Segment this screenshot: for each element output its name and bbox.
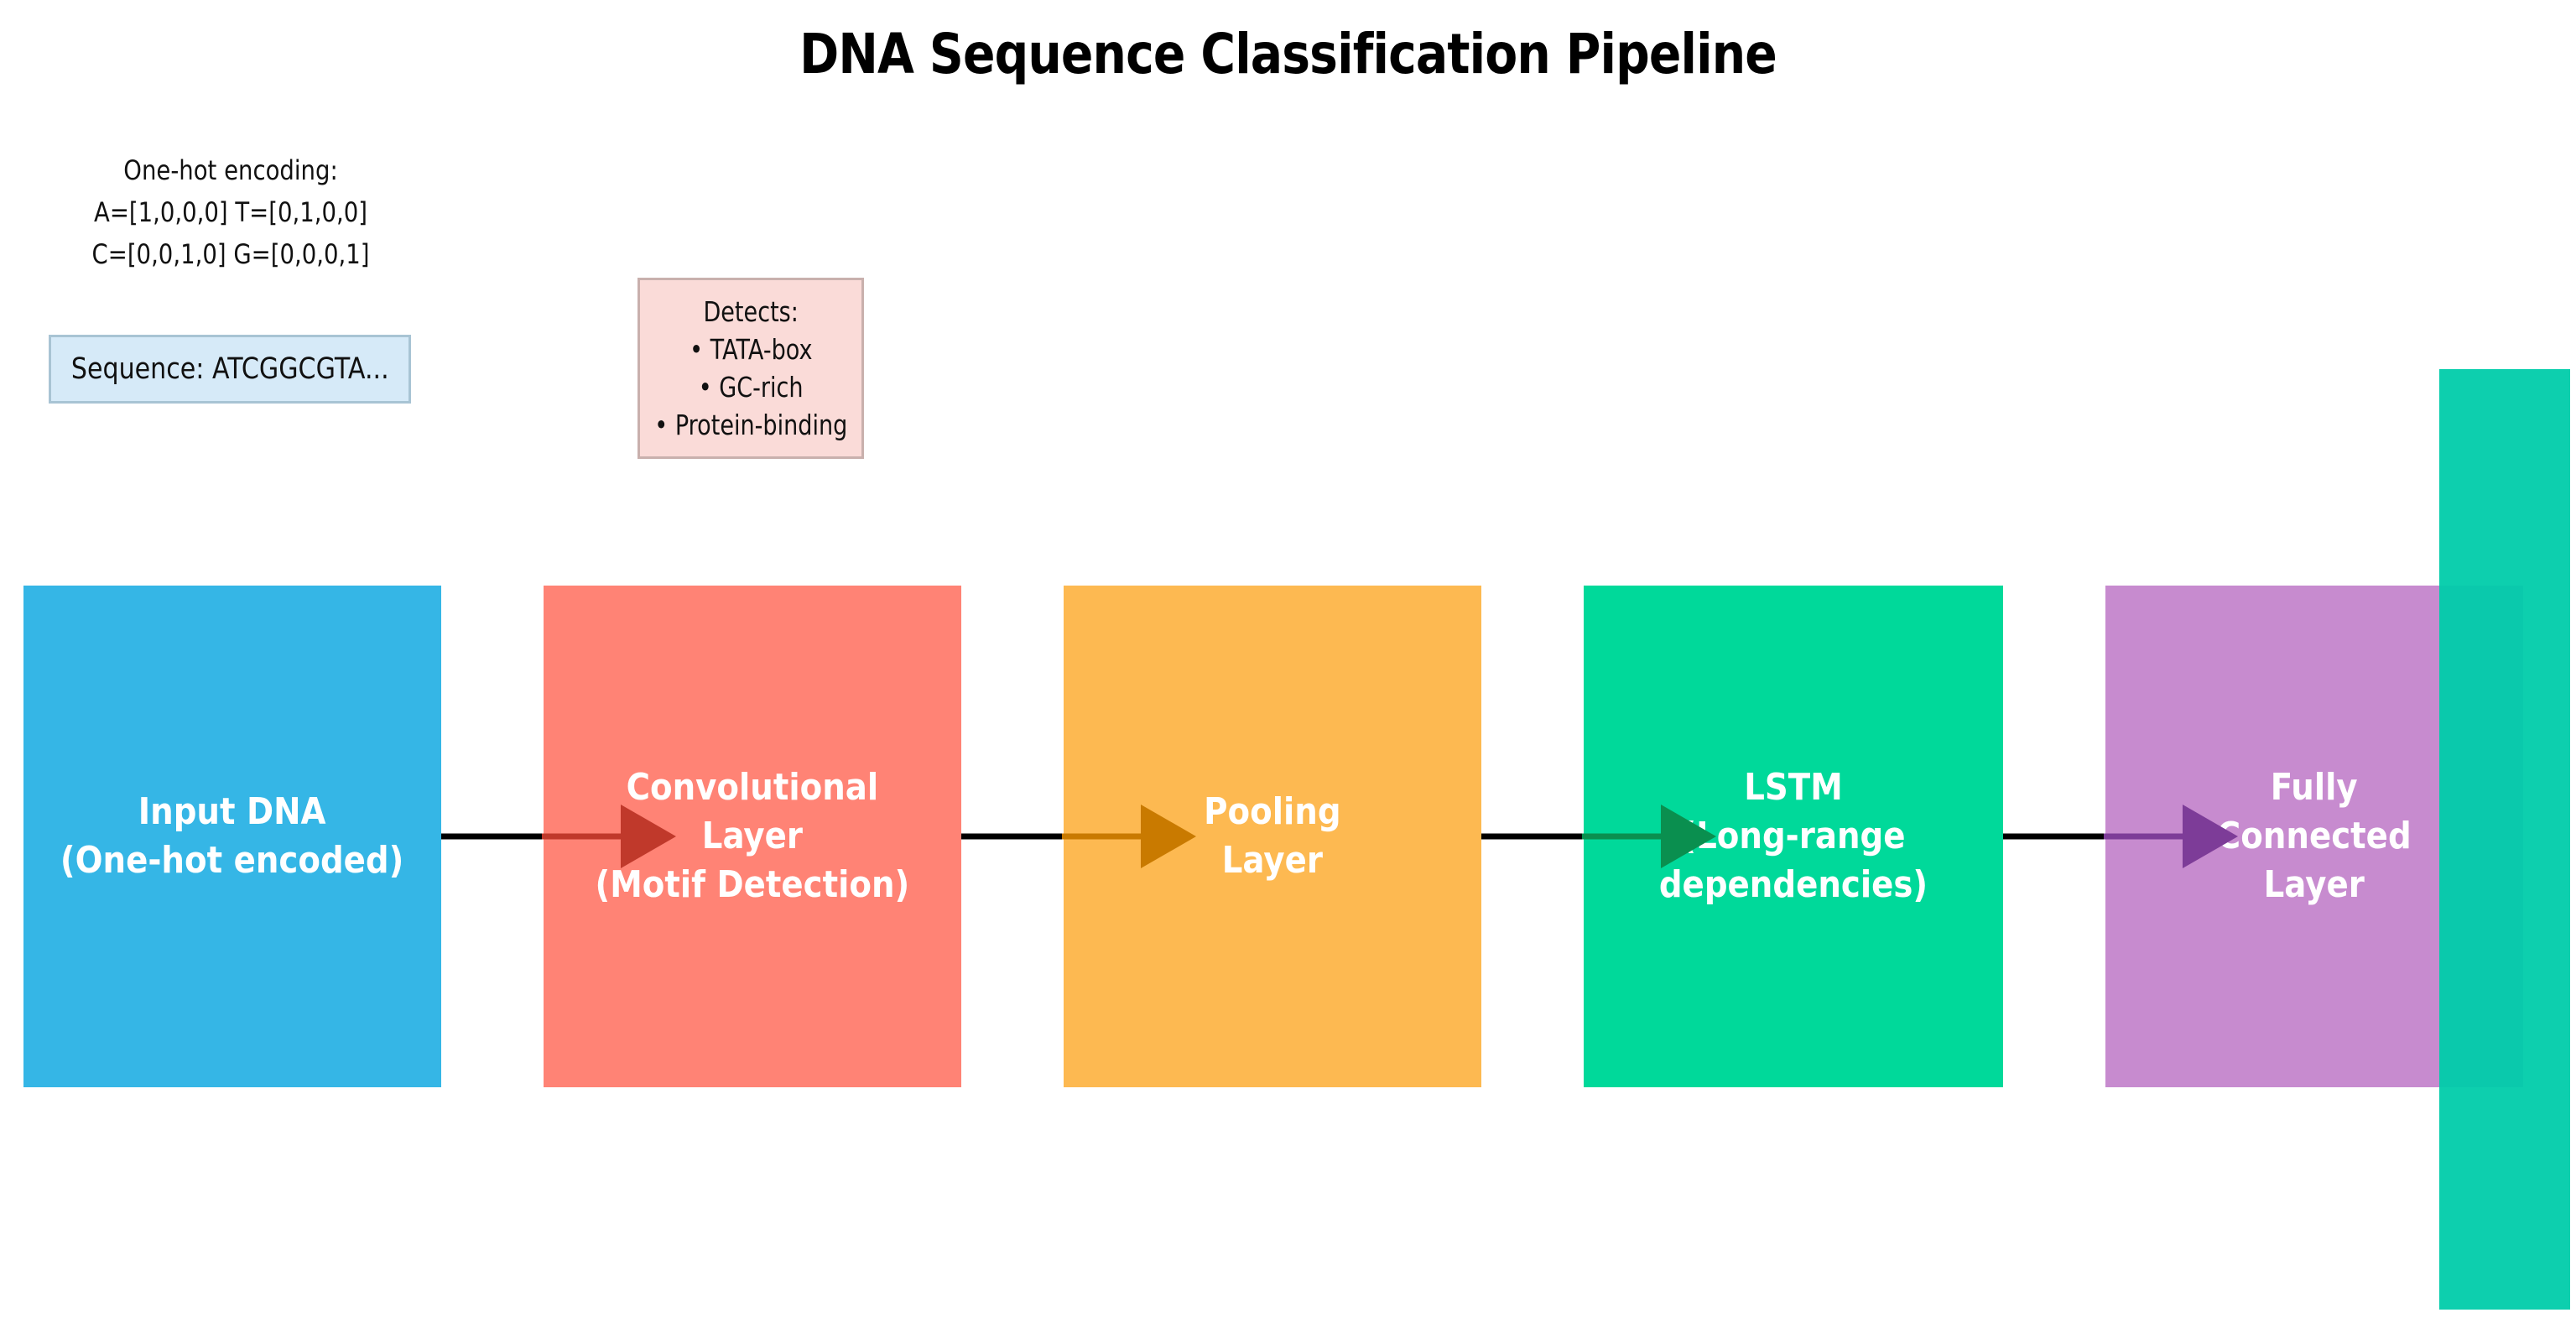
- detects-item: • TATA-box: [689, 333, 813, 366]
- sequence-label: Sequence: ATCGGCGTA...: [70, 352, 389, 386]
- diagram-title: DNA Sequence Classification Pipeline: [799, 22, 1777, 86]
- layer-label: Fully Connected Layer: [2217, 766, 2412, 906]
- layer-convolutional: Convolutional Layer (Motif Detection): [544, 586, 961, 1087]
- arrow-head: [621, 805, 676, 868]
- layer-label: Pooling Layer: [1204, 790, 1341, 882]
- detects-item: • Protein-binding: [653, 409, 848, 441]
- detects-item: • GC-rich: [698, 371, 804, 404]
- encoding-note-line: C=[0,0,1,0] G=[0,0,0,1]: [91, 238, 370, 270]
- detects-heading: Detects:: [703, 295, 799, 328]
- arrow-3: [1582, 805, 1716, 868]
- layer-label: Convolutional Layer (Motif Detection): [595, 766, 910, 906]
- encoding-note-line: A=[1,0,0,0] T=[0,1,0,0]: [93, 196, 367, 228]
- sequence-box: Sequence: ATCGGCGTA...: [49, 335, 411, 404]
- accent-bar: [2439, 369, 2570, 1310]
- arrow-head: [1661, 805, 1716, 868]
- arrow-1: [542, 805, 676, 868]
- layer-label: Input DNA (One-hot encoded): [60, 790, 404, 882]
- encoding-note: One-hot encoding: A=[1,0,0,0] T=[0,1,0,0…: [75, 149, 386, 275]
- arrow-4: [2104, 805, 2238, 868]
- layer-input-dna: Input DNA (One-hot encoded): [23, 586, 441, 1087]
- layer-label: LSTM (Long-range dependencies): [1658, 766, 1928, 906]
- detects-annotation: Detects: • TATA-box • GC-rich • Protein-…: [637, 278, 864, 459]
- encoding-note-line: One-hot encoding:: [123, 154, 338, 186]
- arrow-2: [1062, 805, 1196, 868]
- arrow-head: [2183, 805, 2238, 868]
- arrow-head: [1141, 805, 1196, 868]
